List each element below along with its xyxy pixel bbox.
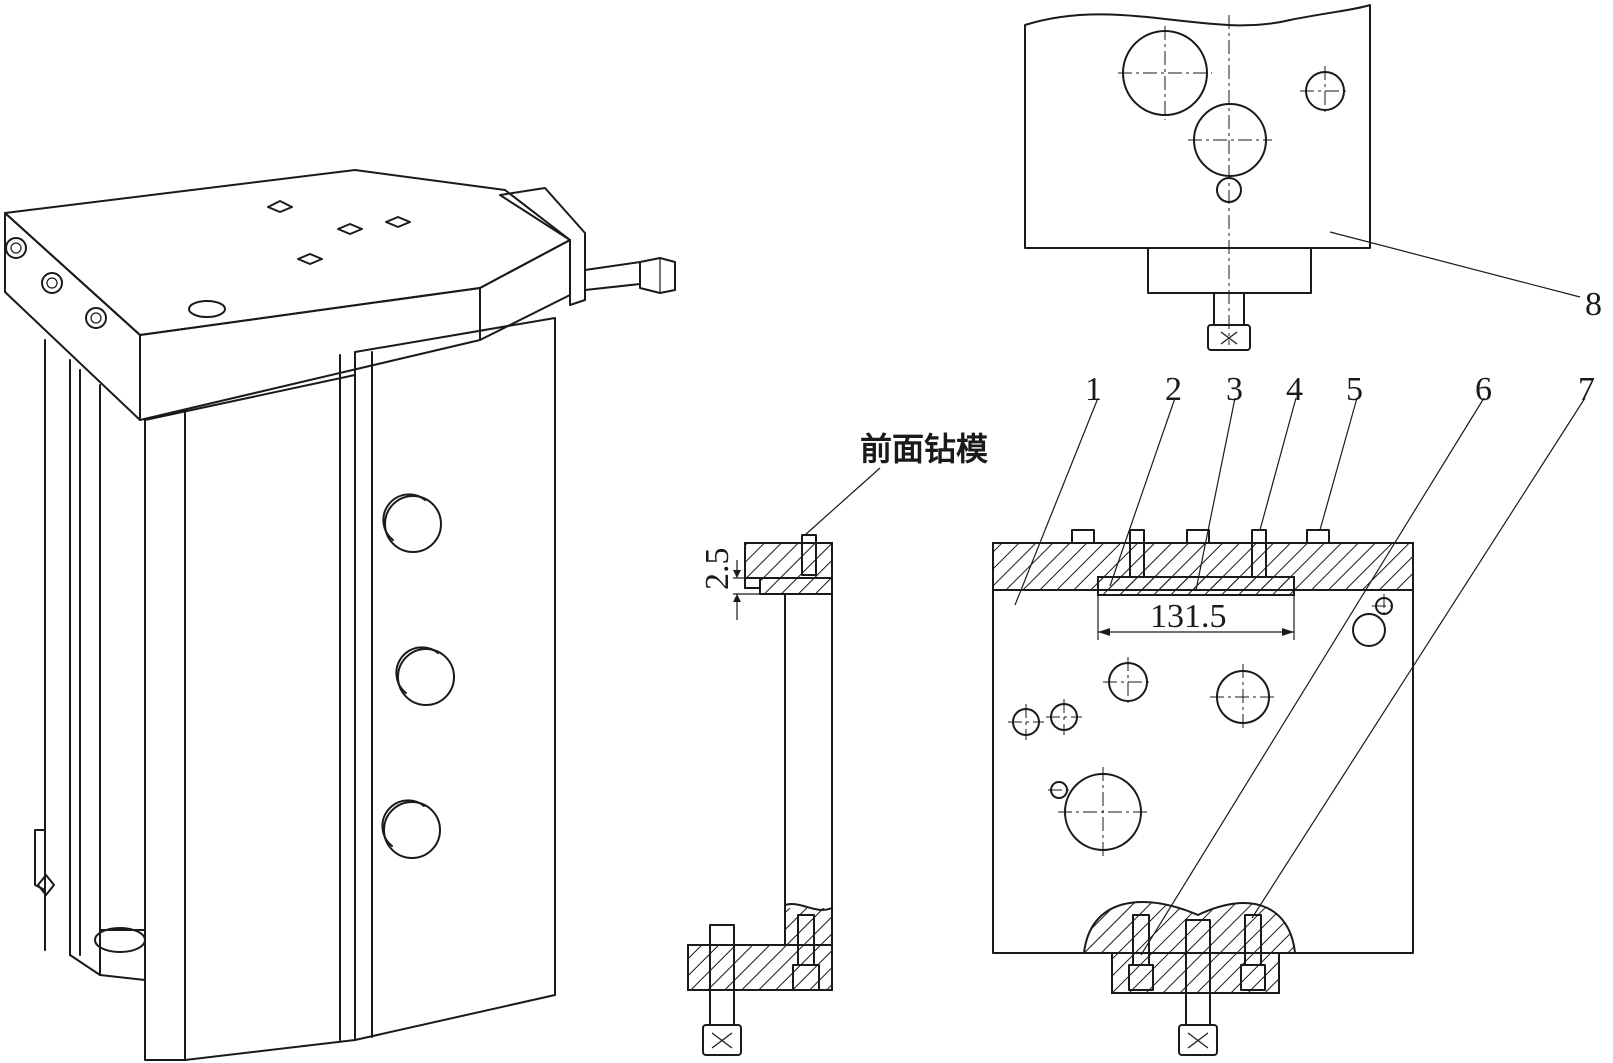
face-hole [1048,781,1070,799]
protruding-bolt [584,257,676,294]
callout-4: 4 [1286,371,1303,408]
screw-4 [1251,529,1267,578]
side-rail [499,187,586,306]
bushing [1306,529,1330,544]
body-front-face [354,317,556,1041]
leader-2 [1109,397,1176,587]
large-hole [1118,26,1212,120]
front-hole [381,799,441,859]
screw-2 [1129,529,1145,578]
top-plate-chamfer-face [479,239,571,341]
face-hole [1352,613,1386,647]
callout-8: 8 [1585,286,1602,323]
side-nut [5,237,27,259]
isometric-view [4,169,676,1061]
leader-6 [1140,397,1485,956]
jig-screw [801,534,817,576]
side-nut [85,307,107,329]
broken-out-section [1082,901,1297,954]
bushing [1186,529,1210,544]
front-hole [382,493,442,553]
callout-3: 3 [1226,371,1243,408]
marker [385,216,411,228]
leader-1 [1014,397,1099,606]
small-hole [1300,66,1350,116]
small-hole [1216,177,1242,203]
face-hole [1008,704,1044,740]
face-hole [1210,664,1276,730]
front-section: 131.5 1 2 3 4 5 [992,371,1595,1056]
top-hole [188,300,226,318]
bushing [1071,529,1095,544]
side-nut [41,272,63,294]
callout-1: 1 [1085,371,1102,408]
callout-7: 7 [1578,371,1595,408]
leader-8 [1329,231,1581,298]
dimension-2-5: 2.5 [699,548,736,591]
medium-hole [1188,103,1272,177]
marker [267,200,293,213]
front-hole [395,646,455,706]
dimension-131-5: 131.5 [1150,598,1227,635]
front-jig-label: 前面钻模 [860,430,988,468]
top-view: 8 [1024,4,1602,351]
plate-8-outline [1024,4,1371,249]
callout-2: 2 [1165,371,1182,408]
base-clamp-section [1111,952,1280,994]
jig-leader [804,467,881,536]
top-plate-front-face [139,287,481,421]
face-hole [1046,699,1082,735]
jig-plate-section [744,542,833,579]
face-hole [1103,657,1153,707]
leader-3 [1195,397,1236,591]
marker [297,253,323,265]
leader-7 [1251,397,1586,919]
face-hole [1058,767,1148,857]
locating-pin [1178,919,1218,1056]
body-left-face [144,374,356,1061]
face-hole [1372,594,1396,618]
leader-4 [1259,397,1297,531]
side-section: 前面钻模 2.5 [687,430,988,1056]
jig-base-section [687,944,833,991]
leader-5 [1319,397,1358,531]
frame-nut [37,874,55,896]
insert-strip [1097,576,1295,596]
callout-5: 5 [1346,371,1363,408]
marker [337,223,363,235]
callout-6: 6 [1475,371,1492,408]
jig-base-bolt [702,924,742,1056]
